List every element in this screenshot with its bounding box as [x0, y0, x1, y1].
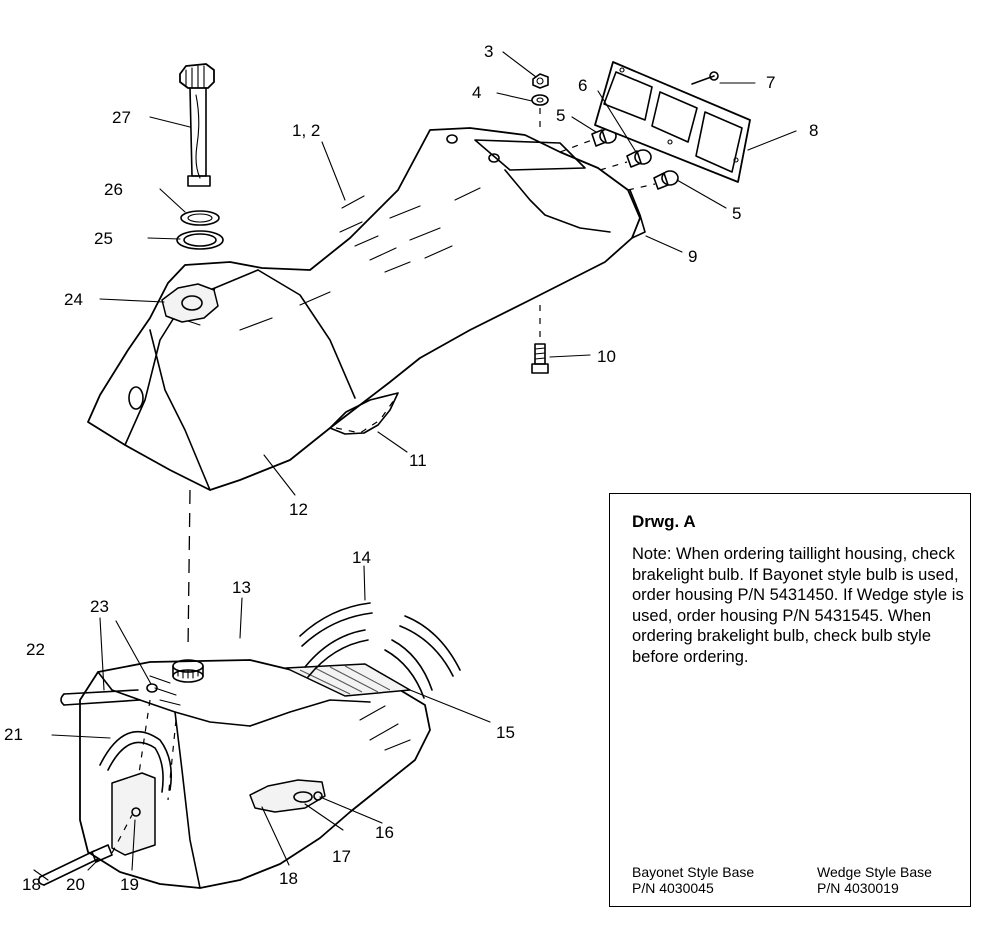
part-26-seal — [180, 210, 220, 226]
part-5-bulb-lower — [653, 170, 679, 190]
callout-21: 21 — [4, 725, 23, 744]
part-3-nut — [532, 73, 549, 89]
part-25-gasket — [176, 230, 224, 250]
part-27-fuel-filler — [179, 63, 215, 187]
fuel-tank — [79, 659, 431, 889]
part-11-lens — [329, 392, 399, 435]
callout-11: 11 — [409, 451, 427, 470]
note-text: Note: When ordering taillight housing, c… — [632, 545, 964, 666]
part-21-strap — [99, 730, 173, 793]
part-16-fitting — [313, 791, 323, 801]
part-24-cap-gasket — [161, 283, 219, 323]
callout-17: 17 — [332, 847, 351, 866]
callout-14: 14 — [352, 548, 371, 567]
callout-23: 23 — [90, 597, 109, 616]
callout-5-upper: 5 — [556, 106, 565, 125]
callout-12: 12 — [289, 500, 308, 519]
callout-9: 9 — [688, 247, 697, 266]
callout-1-2: 1, 2 — [292, 121, 320, 140]
callout-3: 3 — [484, 42, 493, 61]
callout-numbers: 27 1, 2 3 4 5 6 7 8 5 9 10 11 12 26 25 2… — [4, 42, 818, 894]
callout-18-left: 18 — [22, 875, 41, 894]
part-17-grommet — [293, 791, 313, 803]
part-8-lens-gasket — [594, 61, 751, 183]
part-13-tank-neck — [172, 659, 204, 683]
callout-5-lower: 5 — [732, 204, 741, 223]
part-18-fuel-line-left — [37, 850, 99, 886]
callout-16: 16 — [375, 823, 394, 842]
callout-7: 7 — [766, 73, 775, 92]
part-10-bolt — [531, 305, 549, 374]
callout-10: 10 — [597, 347, 616, 366]
callout-13: 13 — [232, 578, 251, 597]
part-6-bulb — [626, 149, 652, 168]
wedge-base-part-number: P/N 4030019 — [817, 880, 899, 896]
seat-housing — [87, 127, 646, 491]
callout-24: 24 — [64, 290, 83, 309]
wedge-base-label: Wedge Style Base — [817, 864, 932, 880]
callout-26: 26 — [104, 180, 123, 199]
note-title: Drwg. A — [632, 512, 696, 531]
callout-4: 4 — [472, 83, 481, 102]
callout-6: 6 — [578, 76, 587, 95]
callout-25: 25 — [94, 229, 113, 248]
bayonet-base-label: Bayonet Style Base — [632, 864, 755, 880]
callout-19: 19 — [120, 875, 139, 894]
callout-27: 27 — [112, 108, 131, 127]
callout-18-right: 18 — [279, 869, 298, 888]
part-22-hose — [60, 689, 141, 706]
drawing-note-box: Drwg. A Note: When ordering taillight ho… — [609, 493, 971, 907]
callout-8: 8 — [809, 121, 818, 140]
bayonet-base-part-number: P/N 4030045 — [632, 880, 714, 896]
callout-15: 15 — [496, 723, 515, 742]
leader-lines — [33, 51, 797, 881]
part-19-fuel-sender — [111, 772, 156, 856]
part-20-fitting — [91, 844, 113, 863]
callout-22: 22 — [26, 640, 45, 659]
part-14-straps — [299, 602, 461, 699]
part-7-screw — [691, 71, 719, 85]
part-23-fitting — [146, 683, 158, 693]
part-4-washer — [531, 94, 549, 106]
part-18-pickup-line — [249, 779, 326, 813]
callout-20: 20 — [66, 875, 85, 894]
